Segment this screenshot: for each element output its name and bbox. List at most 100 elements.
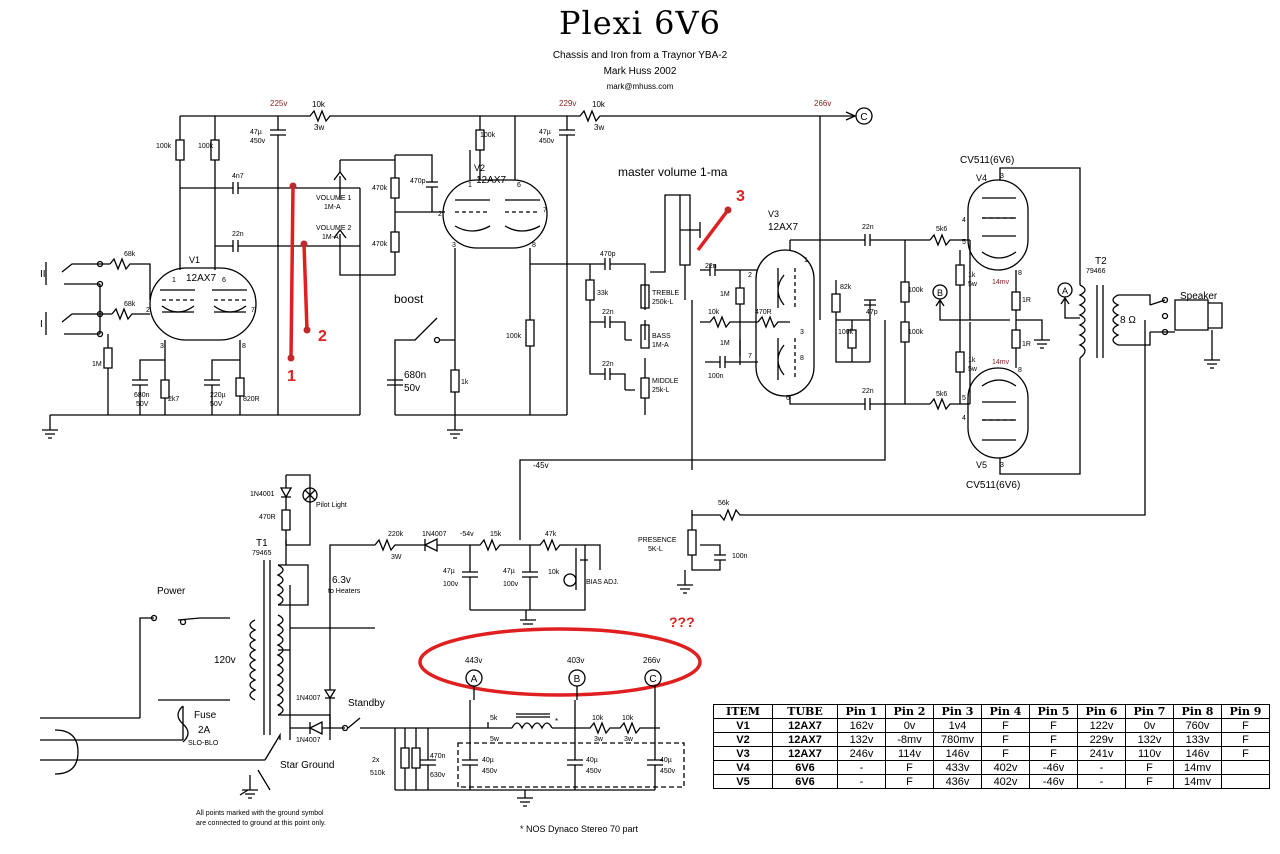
v1-pin1: 1 [172, 277, 176, 284]
table-cell: 12AX7 [772, 718, 838, 733]
v4-pin8: 8 [1018, 270, 1022, 277]
table-cell: F [1029, 746, 1078, 761]
col-pin2: Pin 2 [885, 704, 934, 719]
highlight-ellipse [418, 627, 702, 697]
table-cell: 1v4 [933, 718, 982, 733]
choke-star: * [555, 717, 558, 726]
voltage-neg54: -54v [460, 531, 474, 538]
standby-label: Standby [348, 698, 385, 709]
table-cell: 14mv [1173, 760, 1222, 775]
cap-680n-b-rating: 50v [404, 383, 420, 394]
presence-label: PRESENCE [638, 537, 677, 544]
table-cell: F [885, 760, 934, 775]
cap-22n-a: 22n [232, 231, 244, 238]
v5-pin3: 3 [1000, 462, 1004, 469]
node-c-letter-bottom: C [649, 674, 656, 685]
table-cell: 241v [1077, 746, 1126, 761]
pilot-light-label: Pilot Light [316, 502, 347, 509]
v5-pin4: 4 [962, 415, 966, 422]
question-annotation: ??? [669, 614, 695, 630]
tube-v5 [967, 367, 1029, 459]
table-cell: F [1221, 746, 1270, 761]
speaker-label: Speaker [1180, 291, 1218, 302]
r-10k-3w-c: 10k [592, 715, 604, 722]
ground-note-line2: are connected to ground at this point on… [196, 820, 326, 827]
cap-100n-a: 100n [708, 373, 724, 380]
table-cell: V2 [713, 732, 773, 747]
ht-filter [394, 700, 685, 807]
table-cell: F [1125, 760, 1174, 775]
table-cell: 229v [1077, 732, 1126, 747]
table-cell: 146v [1173, 746, 1222, 761]
v1-pin6: 6 [222, 277, 226, 284]
node-c-voltage: 266v [643, 656, 660, 665]
r-1k-5w-b: 1k [968, 357, 976, 364]
volume2-value: 1M-A [322, 234, 339, 241]
col-tube: TUBE [772, 704, 838, 719]
bias-supply [329, 537, 601, 628]
r-1m-c: 1M [720, 340, 730, 347]
r-100k-g: 100k [908, 329, 924, 336]
dynaco-note: * NOS Dynaco Stereo 70 part [520, 824, 639, 834]
diode-1n4007-b: 1N4007 [296, 695, 321, 702]
node-a-voltage: 443v [465, 656, 482, 665]
r-5k-rating: 5w [490, 736, 500, 743]
table-cell: F [981, 718, 1030, 733]
v2-pin8: 8 [532, 242, 536, 249]
table-cell: V5 [713, 774, 773, 789]
r-470r: 470R [755, 309, 772, 316]
annotation-2: 2 [318, 328, 327, 345]
node-b-letter-top: B [937, 288, 943, 298]
r-5k6-a: 5k6 [936, 226, 947, 233]
col-pin9: Pin 9 [1221, 704, 1270, 719]
r-10k-3w-c-rating: 3w [594, 736, 604, 743]
v4-pin3: 3 [1000, 173, 1004, 180]
r-1r-b: 1R [1022, 341, 1031, 348]
node-b-letter: B [574, 674, 581, 685]
ground-note-line1: All points marked with the ground symbol [196, 810, 324, 817]
table-cell: F [885, 774, 934, 789]
table-cell: 780mv [933, 732, 982, 747]
v2-pin7: 7 [543, 207, 547, 214]
table-cell: 760v [1173, 718, 1222, 733]
r-15k: 15k [490, 531, 502, 538]
cap-40u-b: 40µ [586, 757, 598, 764]
cap-40u-a-rating: 450v [482, 768, 498, 775]
cap-47u-a: 47µ [250, 129, 262, 136]
cap-47p: 47p [866, 309, 878, 316]
r-1k-5w-b-rating: 5w [968, 366, 978, 373]
cap-470n: 470n [430, 753, 446, 760]
cap-100n-b: 100n [732, 553, 748, 560]
table-cell: - [837, 774, 886, 789]
cap-22n-e: 22n [862, 224, 874, 231]
voltage-266: 266v [814, 99, 831, 108]
r-dropper-b: 10k [592, 100, 606, 109]
r-grid-68k-b: 68k [124, 301, 136, 308]
v3-pin6: 6 [786, 395, 790, 402]
v3-pin2: 2 [748, 272, 752, 279]
cap-470p-b: 470p [600, 251, 616, 258]
page-title: Plexi 6V6 [559, 4, 721, 42]
col-pin6: Pin 6 [1077, 704, 1126, 719]
fuse-type: SLO-BLO [188, 740, 219, 747]
tube-v2 [442, 179, 548, 249]
star-ground-label: Star Ground [280, 760, 334, 771]
bass-label: BASS [652, 333, 671, 340]
r-mix-a: 470k [372, 185, 388, 192]
v4-pin4: 4 [962, 217, 966, 224]
bias-adj-label: BIAS ADJ. [586, 579, 619, 586]
r-10k-c: 10k [708, 309, 720, 316]
table-cell: 133v [1173, 732, 1222, 747]
col-pin3: Pin 3 [933, 704, 982, 719]
node-b-voltage: 403v [567, 656, 584, 665]
v3-pin7: 7 [748, 353, 752, 360]
node-a-letter: A [471, 674, 478, 685]
cap-40u-c: 40µ [660, 757, 672, 764]
tonestack [585, 194, 680, 415]
diode-1n4001: 1N4001 [250, 491, 275, 498]
cap-47u-d: 47µ [503, 568, 515, 575]
table-cell: F [981, 732, 1030, 747]
